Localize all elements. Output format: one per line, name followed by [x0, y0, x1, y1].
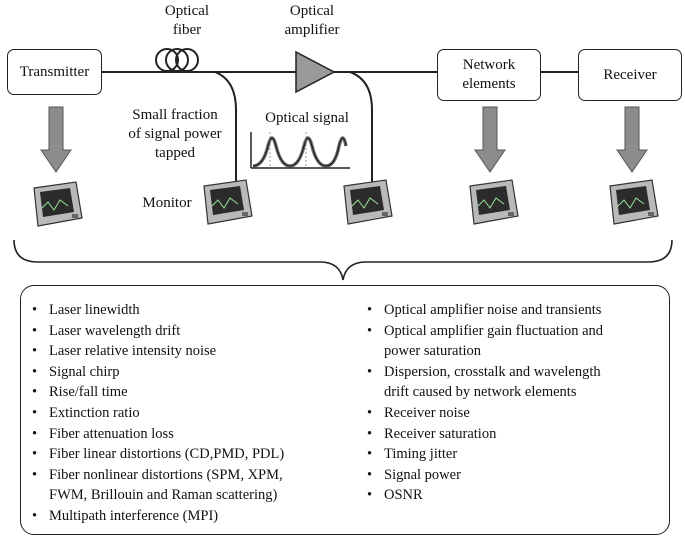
optical-amplifier-label-line2: amplifier — [284, 22, 340, 38]
receiver-label: Receiver — [603, 66, 657, 83]
optical-signal-label: Optical signal — [265, 110, 349, 126]
list-item: Fiber linear distortions (CD,PMD, PDL) — [32, 444, 284, 465]
list-item-continuation: FWM, Brillouin and Raman scattering) — [49, 487, 278, 504]
transmitter-box: Transmitter — [7, 49, 102, 95]
list-item: Receiver noise — [367, 403, 603, 424]
monitor-device-icon — [609, 179, 659, 225]
network-elements-label-line1: Network — [462, 57, 516, 73]
tap-label-line1: Small fraction — [132, 107, 218, 123]
list-item: Laser relative intensity noise — [32, 341, 284, 362]
impairments-left-list: Laser linewidth Laser wavelength drift L… — [32, 300, 284, 527]
list-item: Receiver saturation — [367, 424, 603, 445]
monitor-device-icon — [203, 179, 253, 225]
optical-signal-plot-icon — [250, 132, 350, 169]
list-item: Fiber attenuation loss — [32, 424, 284, 445]
list-item: Laser linewidth — [32, 300, 284, 321]
receiver-box: Receiver — [578, 49, 682, 101]
monitor-device-icon — [343, 179, 393, 225]
optical-amplifier-label: Optical amplifier — [270, 2, 354, 40]
list-item: Dispersion, crosstalk and wavelength — [367, 362, 603, 383]
list-item: Optical amplifier noise and transients — [367, 300, 603, 321]
tap-label-line3: tapped — [155, 145, 195, 161]
monitor-device-icon — [33, 181, 83, 227]
optical-fiber-coil-icon — [155, 48, 199, 72]
tap-label: Small fraction of signal power tapped — [116, 106, 234, 163]
list-item: Rise/fall time — [32, 382, 284, 403]
optical-amplifier-label-line1: Optical — [289, 3, 335, 19]
monitor-device-icon — [469, 179, 519, 225]
list-item: Multipath interference (MPI) — [32, 506, 284, 527]
network-elements-box: Network elements — [437, 49, 541, 101]
list-item: Extinction ratio — [32, 403, 284, 424]
list-item-continuation: power saturation — [384, 343, 482, 360]
optical-fiber-label-line2: fiber — [172, 22, 202, 38]
brace-icon — [13, 239, 673, 281]
list-item: Fiber nonlinear distortions (SPM, XPM, — [32, 465, 284, 486]
optical-amplifier-icon — [295, 50, 336, 94]
impairments-right-list: Optical amplifier noise and transients O… — [367, 300, 603, 506]
list-item: Timing jitter — [367, 444, 603, 465]
optical-fiber-label: Optical fiber — [150, 2, 224, 40]
list-item: OSNR — [367, 485, 603, 506]
tap-line-monitor — [214, 71, 237, 182]
down-arrow-icon — [40, 106, 72, 173]
tap-line-amplifier — [349, 71, 373, 182]
impairments-panel — [20, 285, 670, 535]
list-item-continuation: drift caused by network elements — [384, 384, 577, 401]
list-item: Signal power — [367, 465, 603, 486]
list-item: Optical amplifier gain fluctuation and — [367, 321, 603, 342]
transmitter-label: Transmitter — [19, 63, 90, 80]
network-elements-label-line2: elements — [462, 76, 516, 92]
down-arrow-icon — [616, 106, 648, 173]
monitor-label: Monitor — [142, 195, 192, 211]
tap-label-line2: of signal power — [128, 126, 222, 142]
optical-fiber-label-line1: Optical — [164, 3, 210, 19]
list-item: Laser wavelength drift — [32, 321, 284, 342]
down-arrow-icon — [474, 106, 506, 173]
list-item: Signal chirp — [32, 362, 284, 383]
